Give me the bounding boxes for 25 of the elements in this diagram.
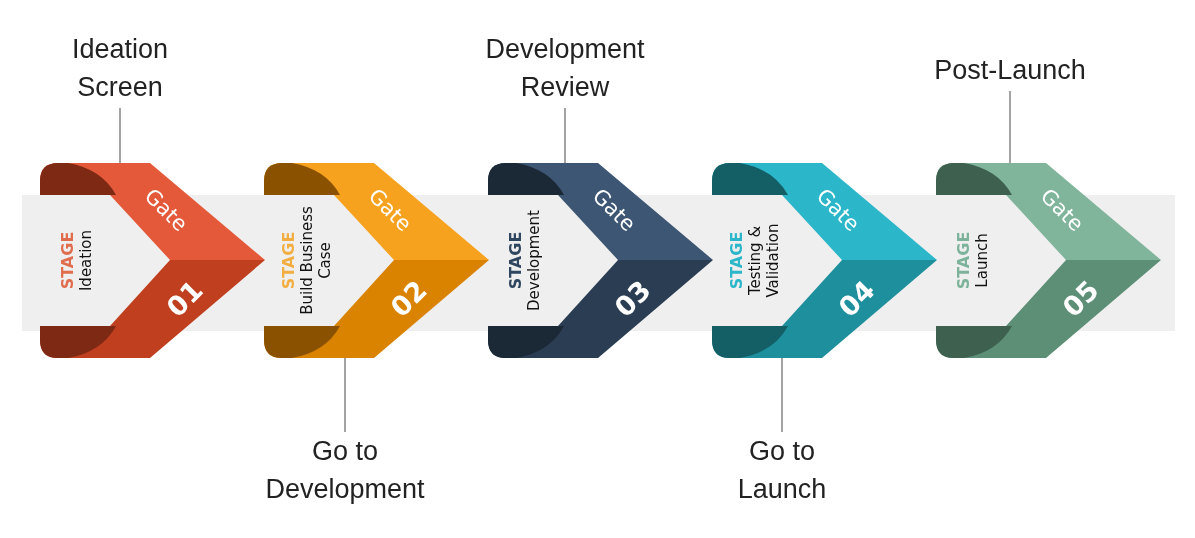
stage-tag: STAGE [505,231,525,289]
stage-tag: STAGE [726,231,746,289]
step-number: 02 [383,273,434,325]
gate-label: Go to Development [265,436,425,504]
leader-line [781,357,783,433]
step-number: 03 [607,273,658,325]
stage-name: Testing & Validation [745,221,782,300]
stage-tag: STAGE [57,231,77,289]
gate-label: Post-Launch [934,55,1086,85]
leader-line [119,107,121,164]
step-number: 04 [831,273,882,325]
leader-line [344,357,346,433]
step-number: 05 [1055,273,1106,325]
gate-label: Go to Launch [737,436,827,504]
gate-label: Ideation Screen [71,34,169,102]
stage-name: Launch [972,232,991,288]
stage-tag: STAGE [278,231,298,289]
leader-line [564,107,566,164]
stage-name: Build Business Case [297,204,334,317]
stage-name: Development [524,209,543,311]
gate-label: Development Review [485,34,645,102]
stage-tag: STAGE [953,231,973,289]
step-number: 01 [159,273,210,325]
stage-name: Ideation [76,229,95,291]
leader-line [1009,90,1011,164]
